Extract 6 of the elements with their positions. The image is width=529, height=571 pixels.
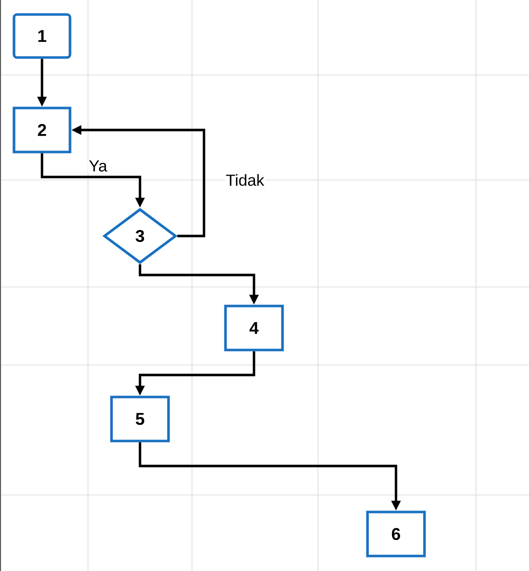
process-box: 2 [12, 106, 72, 154]
process-box: 1 [12, 13, 72, 59]
edge-label: Tidak [224, 173, 266, 187]
process-box: 4 [224, 304, 284, 352]
process-box: 6 [366, 510, 426, 558]
process-box: 5 [110, 396, 170, 442]
